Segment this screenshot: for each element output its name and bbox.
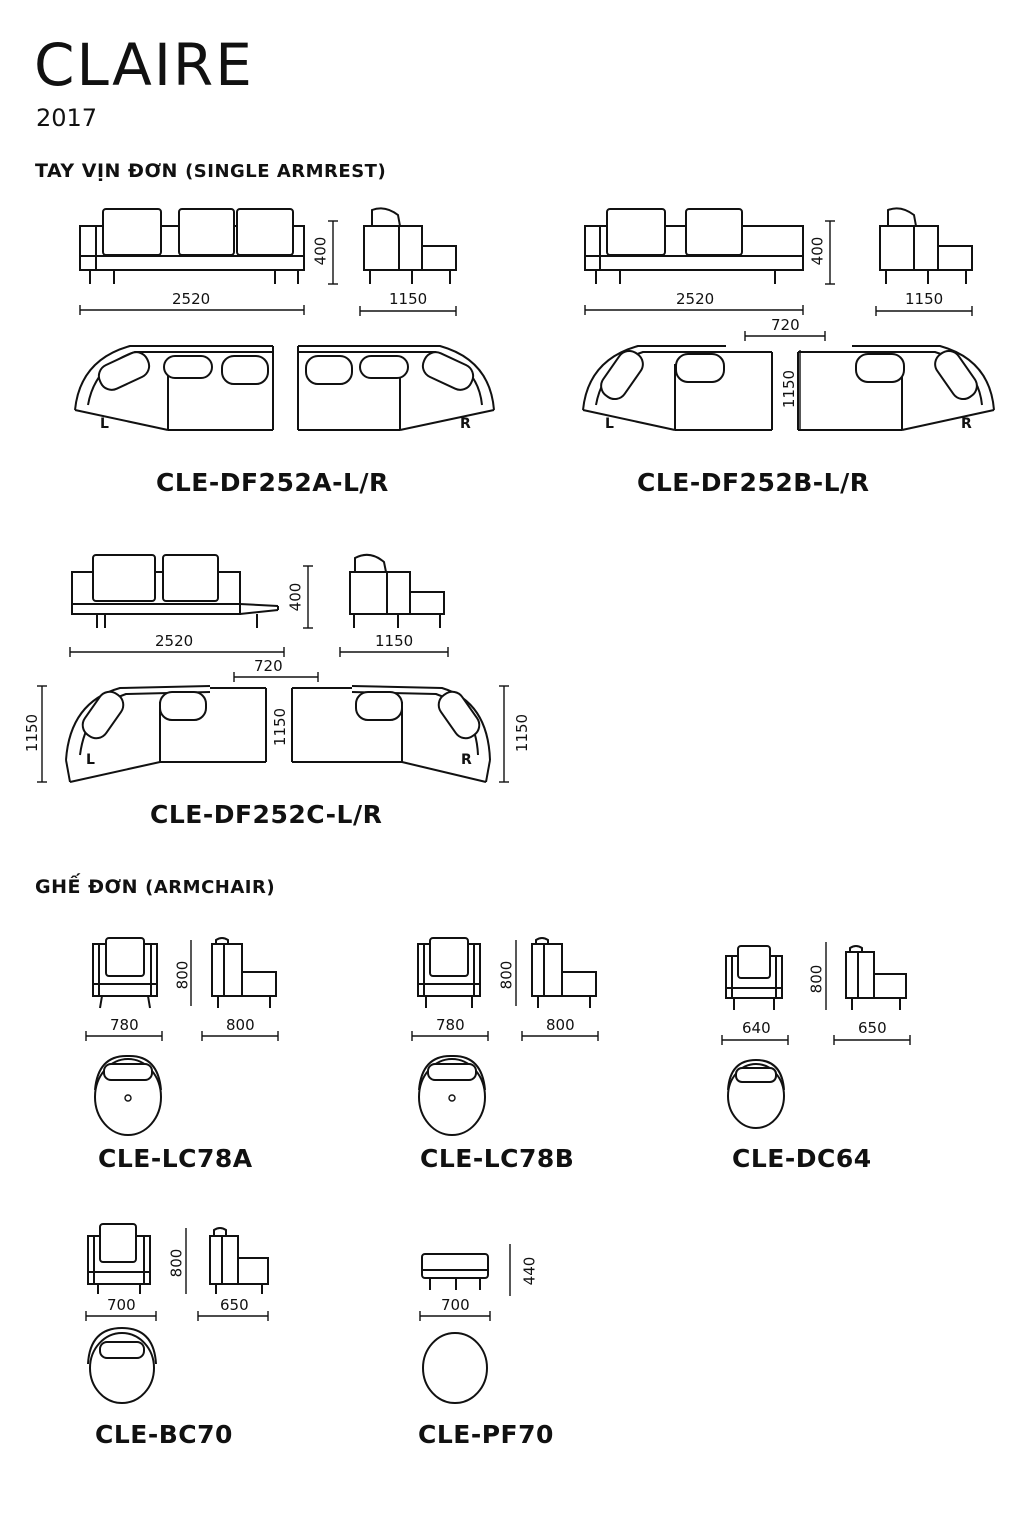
df252a-right-label: R xyxy=(460,416,471,432)
df252c-left-label: L xyxy=(86,752,95,768)
section-label: GHẾ ĐƠN xyxy=(35,876,139,898)
lc78b-plan xyxy=(418,1054,486,1136)
df252c-front-elevation xyxy=(71,554,279,628)
section-sublabel: (SINGLE ARMREST) xyxy=(185,161,387,182)
bc70-plan xyxy=(87,1326,157,1404)
df252b-left-label: L xyxy=(605,416,614,432)
df252b-model-code: CLE-DF252B-L/R xyxy=(637,468,870,497)
lc78b-height-dim: 800 xyxy=(497,960,516,990)
df252b-plan-left xyxy=(582,345,773,431)
bc70-height-dim: 800 xyxy=(167,1248,186,1278)
pf70-front-elevation xyxy=(421,1253,489,1290)
df252c-right-label: R xyxy=(461,752,472,768)
section-title-single-armrest: TAY VỊN ĐƠN (SINGLE ARMREST) xyxy=(35,160,386,182)
df252c-seat-dim: 720 xyxy=(254,657,283,675)
lc78a-plan xyxy=(94,1054,162,1136)
df252c-plan-right xyxy=(291,685,491,783)
df252a-dimension-lines xyxy=(79,220,457,316)
df252b-depth-dim: 1150 xyxy=(905,290,944,308)
df252a-depth-dim: 1150 xyxy=(389,290,428,308)
df252b-front-elevation xyxy=(584,208,804,284)
df252b-width-dim: 2520 xyxy=(676,290,715,308)
df252a-plan-right xyxy=(297,345,495,431)
page-title: CLAIRE xyxy=(34,31,254,99)
df252b-side-elevation xyxy=(879,207,973,284)
df252a-front-elevation xyxy=(79,208,305,284)
bc70-dimension-lines xyxy=(85,1228,269,1321)
df252a-plan-left xyxy=(74,345,274,431)
df252a-model-code: CLE-DF252A-L/R xyxy=(156,468,389,497)
df252b-seat-dim: 720 xyxy=(771,316,800,334)
bc70-side-elevation xyxy=(209,1227,269,1294)
lc78a-height-dim: 800 xyxy=(173,960,192,990)
dc64-side-elevation xyxy=(845,945,907,1010)
dc64-height-dim: 800 xyxy=(807,964,826,994)
lc78a-depth-dim: 800 xyxy=(226,1016,255,1034)
df252b-plan-right xyxy=(797,345,995,431)
pf70-height-dim: 440 xyxy=(520,1256,539,1286)
bc70-width-dim: 700 xyxy=(107,1296,136,1314)
section-label: TAY VỊN ĐƠN xyxy=(35,160,178,182)
df252c-model-code: CLE-DF252C-L/R xyxy=(150,800,383,829)
df252c-dimension-lines xyxy=(37,565,509,783)
df252c-depth-dim: 1150 xyxy=(375,632,414,650)
bc70-front-elevation xyxy=(87,1223,151,1294)
pf70-model-code: CLE-PF70 xyxy=(418,1420,554,1449)
df252b-dimension-lines xyxy=(584,220,973,430)
pf70-dimension-lines xyxy=(419,1244,511,1321)
lc78b-dimension-lines xyxy=(411,940,599,1041)
df252a-left-label: L xyxy=(100,416,109,432)
df252a-side-elevation xyxy=(363,207,457,284)
pf70-width-dim: 700 xyxy=(441,1296,470,1314)
section-title-armchair: GHẾ ĐƠN (ARMCHAIR) xyxy=(35,876,275,898)
lc78b-side-elevation xyxy=(531,937,597,1008)
lc78a-width-dim: 780 xyxy=(110,1016,139,1034)
lc78b-model-code: CLE-LC78B xyxy=(420,1144,575,1173)
collection-year: 2017 xyxy=(36,104,98,132)
df252a-width-dim: 2520 xyxy=(172,290,211,308)
df252c-side-elevation xyxy=(349,553,445,628)
dc64-depth-dim: 650 xyxy=(858,1019,887,1037)
lc78a-model-code: CLE-LC78A xyxy=(98,1144,253,1173)
dc64-plan xyxy=(727,1058,785,1129)
bc70-model-code: CLE-BC70 xyxy=(95,1420,233,1449)
lc78b-depth-dim: 800 xyxy=(546,1016,575,1034)
dc64-front-elevation xyxy=(725,945,783,1010)
lc78a-front-elevation xyxy=(92,937,158,1009)
df252c-width-dim: 2520 xyxy=(155,632,194,650)
lc78b-front-elevation xyxy=(417,937,481,1008)
lc78b-width-dim: 780 xyxy=(436,1016,465,1034)
df252b-right-label: R xyxy=(961,416,972,432)
section-sublabel: (ARMCHAIR) xyxy=(145,877,276,898)
dc64-width-dim: 640 xyxy=(742,1019,771,1037)
bc70-depth-dim: 650 xyxy=(220,1296,249,1314)
df252c-plan-left xyxy=(65,685,267,783)
lc78a-side-elevation xyxy=(211,937,277,1008)
dc64-model-code: CLE-DC64 xyxy=(732,1144,872,1173)
lc78a-dimension-lines xyxy=(85,940,279,1041)
pf70-plan xyxy=(422,1332,488,1404)
dc64-dimension-lines xyxy=(721,942,911,1045)
